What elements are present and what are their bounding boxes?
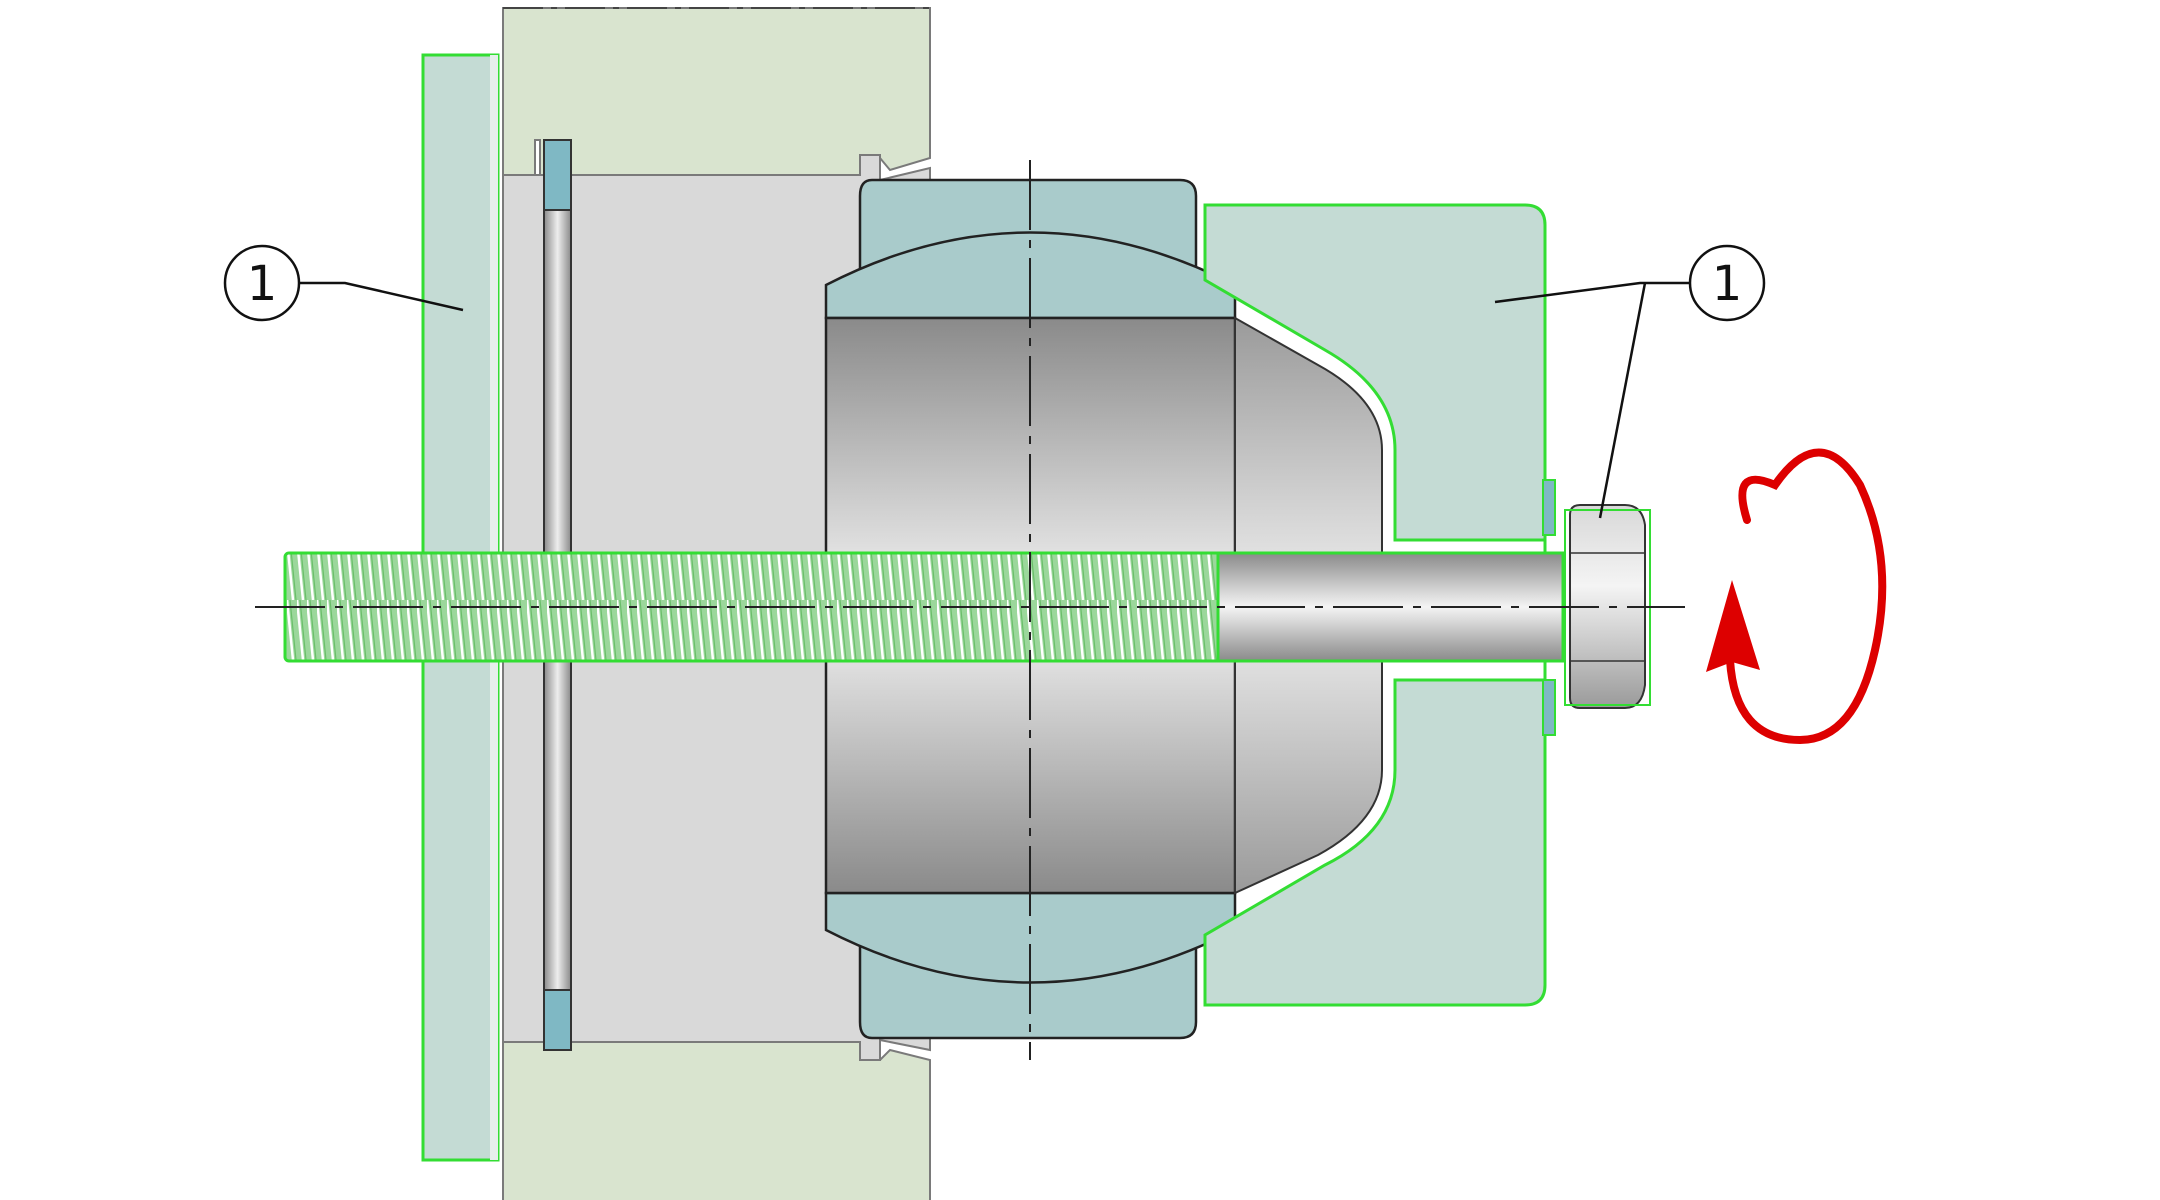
right-extractor-cup — [1203, 203, 1547, 1007]
callout-left: 1 — [223, 244, 464, 322]
callout-right-leader-to-nut — [1598, 282, 1647, 519]
callout-right-label: 1 — [1712, 256, 1743, 312]
housing — [502, 7, 931, 1200]
washer-top — [1542, 479, 1556, 536]
hex-nut — [1569, 504, 1646, 709]
callout-left-leader — [299, 281, 464, 312]
nut-assembly — [1542, 479, 1651, 736]
callout-right: 1 — [1494, 244, 1766, 519]
clockwise-rotation-arrow-icon — [1706, 448, 1887, 745]
callout-left-label: 1 — [247, 256, 278, 312]
retaining-ring-bottom-tab — [543, 989, 572, 1051]
washer-bottom — [1542, 679, 1556, 736]
callout-right-leader-to-cup — [1494, 281, 1690, 304]
hex-nut-outline-highlight — [1564, 509, 1651, 706]
retaining-ring-top-tab — [543, 139, 572, 211]
